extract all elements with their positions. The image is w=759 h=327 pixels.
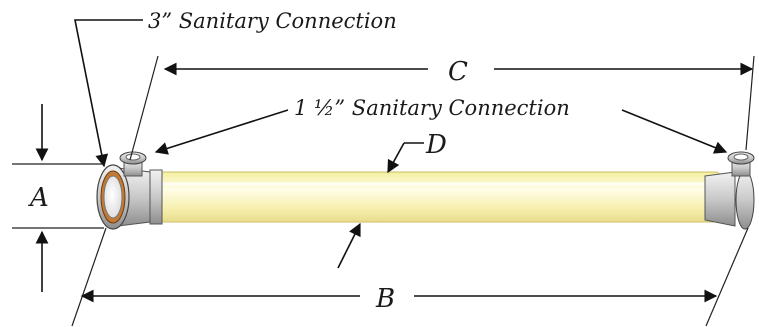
dimension-b — [71, 227, 749, 327]
left-end-fitting — [96, 164, 163, 230]
leader-3in-sanitary — [74, 19, 143, 168]
right-end-fitting — [704, 170, 755, 230]
tube-body — [149, 171, 721, 223]
dimension-d — [337, 142, 424, 269]
dimension-a — [12, 104, 104, 292]
label-dimension-a: A — [28, 183, 49, 213]
label-dimension-b: B — [375, 284, 395, 314]
label-dimension-d: D — [425, 130, 447, 160]
label-3in-sanitary-connection: 3” Sanitary Connection — [148, 9, 397, 33]
left-sanitary-port — [119, 151, 147, 177]
label-dimension-c: C — [448, 57, 468, 87]
leaders-1-5in-sanitary — [154, 109, 728, 155]
label-1-5in-sanitary-connection: 1 ½” Sanitary Connection — [294, 96, 570, 120]
dimension-c — [129, 55, 755, 161]
right-sanitary-port — [727, 151, 755, 177]
